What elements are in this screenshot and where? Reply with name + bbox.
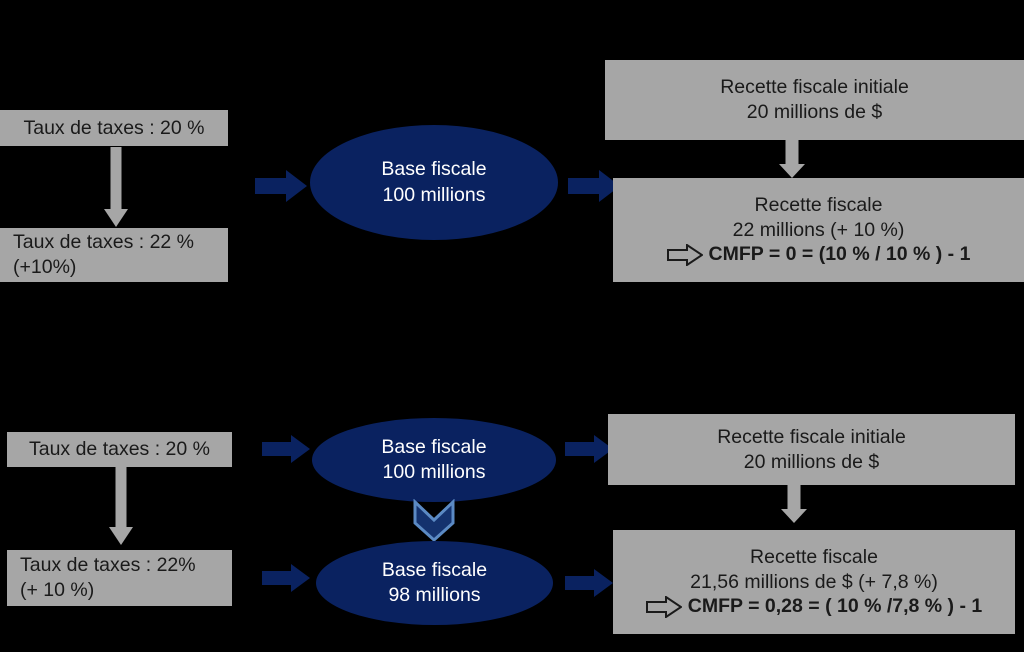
- s1-cmfp-row: CMFP = 0 = (10 % / 10 % ) - 1: [666, 242, 971, 267]
- cmfp-marker-outline-right-arrow-icon: [645, 595, 682, 618]
- s2-base-b-line1: Base fiscale: [381, 558, 488, 581]
- s1-revenue-line2: 22 millions (+ 10 %): [732, 218, 905, 241]
- s2-cmfp-row: CMFP = 0,28 = ( 10 % /7,8 % ) - 1: [645, 594, 983, 619]
- base-shrink-chevron-icon: [410, 498, 458, 543]
- s1-revenue-line1: Recette fiscale: [754, 193, 883, 216]
- s2-revenue-initial-line1: Recette fiscale initiale: [717, 425, 906, 448]
- s2-cmfp-text: CMFP = 0,28 = ( 10 % /7,8 % ) - 1: [687, 595, 983, 618]
- s1-flow-arrow-to-base-icon: [255, 170, 307, 202]
- s1-revenue-initial-line1: Recette fiscale initiale: [720, 76, 909, 99]
- s2-base-b-line2: 98 millions: [388, 584, 481, 606]
- s2-revenue-down-arrow-icon: [777, 485, 811, 523]
- s1-revenue-down-arrow-icon: [775, 140, 809, 178]
- s2-revenue-initial-line2: 20 millions de $: [743, 450, 880, 473]
- s2-base-a-line1: Base fiscale: [381, 435, 487, 458]
- s1-tax-rate-new-box: Taux de taxes : 22 % (+10%): [0, 228, 228, 282]
- s1-down-arrow-icon: [100, 147, 132, 227]
- s1-revenue-box: Recette fiscale 22 millions (+ 10 %) CMF…: [613, 178, 1024, 282]
- s2-tax-rate-initial-box: Taux de taxes : 20 %: [7, 432, 232, 467]
- s2-flow-arrow-base-a-to-revenue-icon: [565, 435, 613, 463]
- s2-base-fiscale-a-ellipse: Base fiscale 100 millions: [312, 418, 556, 502]
- s2-flow-arrow-to-base-b-icon: [262, 564, 310, 592]
- s2-down-arrow-icon: [105, 467, 137, 545]
- s1-revenue-initial-box: Recette fiscale initiale 20 millions de …: [605, 60, 1024, 140]
- s1-tax-rate-initial-box: Taux de taxes : 20 %: [0, 110, 228, 146]
- s2-flow-arrow-to-base-a-icon: [262, 435, 310, 463]
- s2-tax-rate-new-box: Taux de taxes : 22% (+ 10 %): [7, 550, 232, 606]
- cmfp-marker-outline-right-arrow-icon: [666, 243, 703, 266]
- s1-tax-rate-new-line2: (+10%): [13, 256, 77, 278]
- s2-revenue-line1: Recette fiscale: [750, 545, 878, 568]
- s1-tax-rate-initial-text: Taux de taxes : 20 %: [23, 116, 205, 139]
- s1-base-line1: Base fiscale: [381, 158, 487, 181]
- s2-base-fiscale-b-ellipse: Base fiscale 98 millions: [316, 541, 553, 625]
- s1-tax-rate-new-line1: Taux de taxes : 22 %: [13, 231, 195, 254]
- s1-base-fiscale-ellipse: Base fiscale 100 millions: [310, 125, 558, 240]
- s2-revenue-initial-box: Recette fiscale initiale 20 millions de …: [608, 414, 1015, 485]
- s2-revenue-line2: 21,56 millions de $ (+ 7,8 %): [690, 570, 938, 593]
- s2-revenue-box: Recette fiscale 21,56 millions de $ (+ 7…: [613, 530, 1015, 634]
- s2-tax-rate-new-line2: (+ 10 %): [20, 579, 95, 601]
- s2-flow-arrow-base-b-to-revenue-icon: [565, 569, 613, 597]
- s1-base-line2: 100 millions: [382, 183, 486, 206]
- s2-tax-rate-initial-text: Taux de taxes : 20 %: [28, 438, 211, 461]
- s1-revenue-initial-line2: 20 millions de $: [746, 101, 883, 123]
- s2-tax-rate-new-line1: Taux de taxes : 22%: [20, 554, 196, 577]
- s2-base-a-line2: 100 millions: [382, 461, 486, 483]
- s1-cmfp-text: CMFP = 0 = (10 % / 10 % ) - 1: [708, 243, 971, 266]
